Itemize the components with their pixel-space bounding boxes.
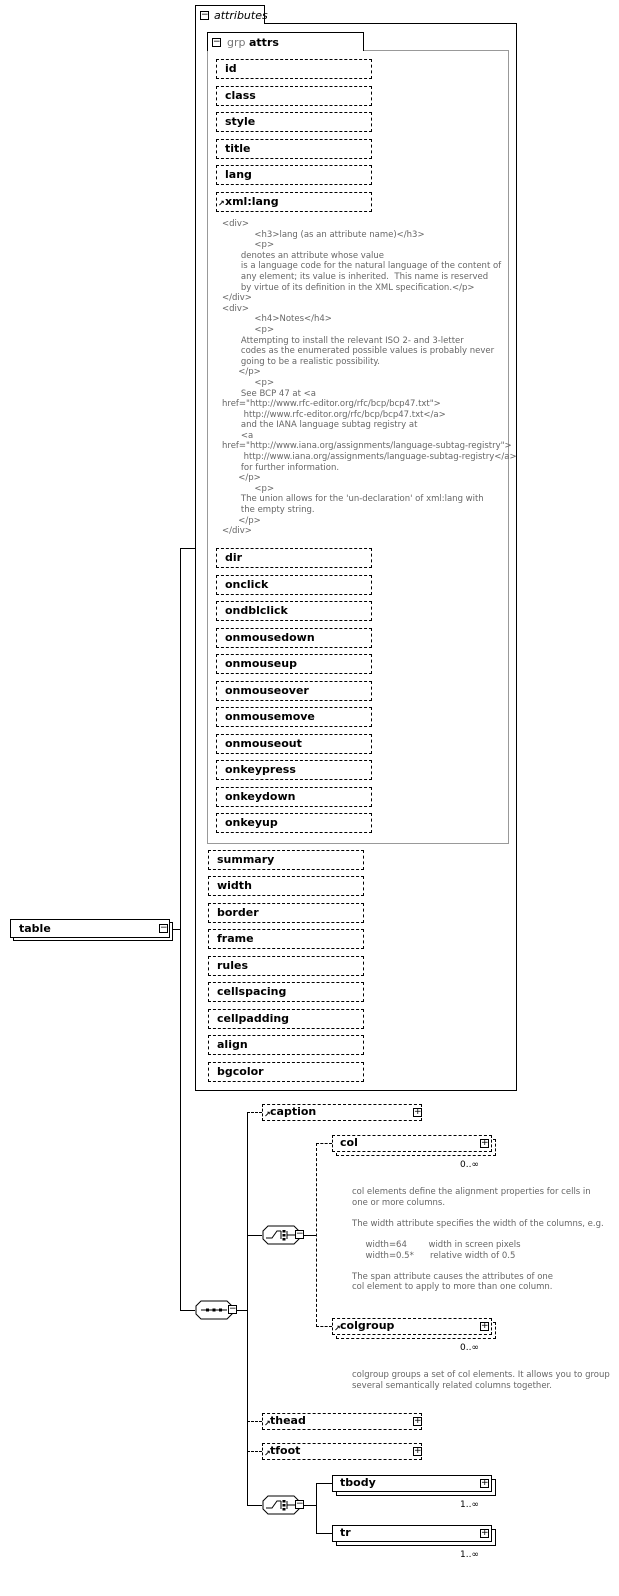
connector [316, 1143, 317, 1327]
connector [316, 1483, 332, 1484]
attributes-label: attributes [214, 9, 268, 22]
attribute-rules[interactable]: rules [208, 956, 364, 976]
attribute-onmouseup[interactable]: onmouseup [216, 654, 372, 674]
colgroup-annotation: colgroup groups a set of col elements. I… [352, 1370, 610, 1391]
sequence-compositor[interactable]: − [195, 1300, 237, 1320]
connector [180, 548, 181, 1311]
connector [247, 1112, 262, 1113]
connector [316, 1483, 317, 1533]
collapse-icon[interactable]: − [295, 1229, 304, 1239]
tr-element[interactable]: tr + [332, 1525, 492, 1542]
choice-icon [262, 1225, 300, 1245]
attribute-align[interactable]: align [208, 1035, 364, 1055]
connector [316, 1326, 332, 1327]
attribute-style[interactable]: style [216, 112, 372, 132]
connector [180, 548, 195, 549]
connector [316, 1143, 332, 1144]
connector [247, 1451, 262, 1452]
attribute-frame[interactable]: frame [208, 929, 364, 949]
attribute-summary[interactable]: summary [208, 850, 364, 870]
choice-compositor[interactable]: − [262, 1225, 304, 1245]
xml-lang-annotation: <div> <h3>lang (as an attribute name)</h… [222, 219, 517, 537]
reference-arrow-icon: ↗ [334, 1324, 341, 1333]
attribute-cellspacing[interactable]: cellspacing [208, 982, 364, 1002]
expand-icon[interactable]: + [480, 1528, 489, 1538]
connector [304, 1505, 316, 1506]
attribute-id[interactable]: id [216, 59, 372, 79]
tbody-element[interactable]: tbody + [332, 1475, 492, 1492]
attribute-onmousedown[interactable]: onmousedown [216, 628, 372, 648]
tr-cardinality: 1..∞ [460, 1550, 479, 1560]
attribute-onkeyup[interactable]: onkeyup [216, 813, 372, 833]
expand-icon[interactable]: + [413, 1446, 422, 1456]
choice-icon [262, 1495, 300, 1515]
attribute-onkeypress[interactable]: onkeypress [216, 760, 372, 780]
attributes-box [195, 23, 517, 1091]
connector [316, 1533, 332, 1534]
connector [180, 1310, 195, 1311]
expand-icon[interactable]: + [480, 1478, 489, 1488]
attribute-cellpadding[interactable]: cellpadding [208, 1009, 364, 1029]
expand-icon[interactable]: + [480, 1321, 489, 1331]
reference-arrow-icon: ↗ [264, 1110, 271, 1119]
attrs-group-tab[interactable]: − grp attrs [207, 32, 364, 51]
tfoot-element[interactable]: ↗ tfoot + [262, 1443, 422, 1460]
grp-prefix: grp [227, 36, 246, 49]
expand-icon[interactable]: + [413, 1416, 422, 1426]
connector [247, 1421, 262, 1422]
col-element[interactable]: col + [332, 1135, 492, 1152]
collapse-icon[interactable]: − [200, 10, 209, 20]
connector [247, 1112, 248, 1505]
collapse-icon[interactable]: − [159, 923, 168, 933]
reference-arrow-icon: ↗ [264, 1419, 271, 1428]
attribute-ondblclick[interactable]: ondblclick [216, 601, 372, 621]
caption-element[interactable]: ↗ caption + [262, 1104, 422, 1121]
reference-arrow-icon: ↗ [264, 1449, 271, 1458]
table-element[interactable]: table − [10, 919, 170, 938]
sequence-icon [195, 1300, 233, 1320]
attribute-class[interactable]: class [216, 86, 372, 106]
connector [172, 929, 180, 930]
connector [247, 1235, 262, 1236]
tbody-cardinality: 1..∞ [460, 1500, 479, 1510]
attribute-onmousemove[interactable]: onmousemove [216, 707, 372, 727]
attribute-onclick[interactable]: onclick [216, 575, 372, 595]
thead-element[interactable]: ↗ thead + [262, 1413, 422, 1430]
attribute-onmouseout[interactable]: onmouseout [216, 734, 372, 754]
choice-compositor[interactable]: − [262, 1495, 304, 1515]
attribute-title[interactable]: title [216, 139, 372, 159]
attribute-lang[interactable]: lang [216, 165, 372, 185]
attribute-onkeydown[interactable]: onkeydown [216, 787, 372, 807]
colgroup-cardinality: 0..∞ [460, 1343, 479, 1353]
col-cardinality: 0..∞ [460, 1160, 479, 1170]
col-annotation: col elements define the alignment proper… [352, 1187, 604, 1293]
connector [304, 1235, 316, 1236]
expand-icon[interactable]: + [413, 1107, 422, 1117]
collapse-icon[interactable]: − [212, 37, 221, 47]
collapse-icon[interactable]: − [228, 1304, 237, 1314]
connector [247, 1505, 262, 1506]
grp-label: attrs [249, 36, 279, 49]
attribute-xml-lang[interactable]: ↗ xml:lang [216, 192, 372, 212]
attribute-border[interactable]: border [208, 903, 364, 923]
attribute-onmouseover[interactable]: onmouseover [216, 681, 372, 701]
reference-arrow-icon: ↗ [218, 199, 225, 208]
colgroup-element[interactable]: ↗ colgroup + [332, 1318, 492, 1335]
expand-icon[interactable]: + [480, 1138, 489, 1148]
attribute-width[interactable]: width [208, 876, 364, 896]
attributes-tab[interactable]: − attributes [195, 5, 268, 24]
table-label: table [19, 922, 51, 935]
attribute-bgcolor[interactable]: bgcolor [208, 1062, 364, 1082]
attribute-dir[interactable]: dir [216, 548, 372, 568]
connector [237, 1310, 247, 1311]
collapse-icon[interactable]: − [295, 1499, 304, 1509]
